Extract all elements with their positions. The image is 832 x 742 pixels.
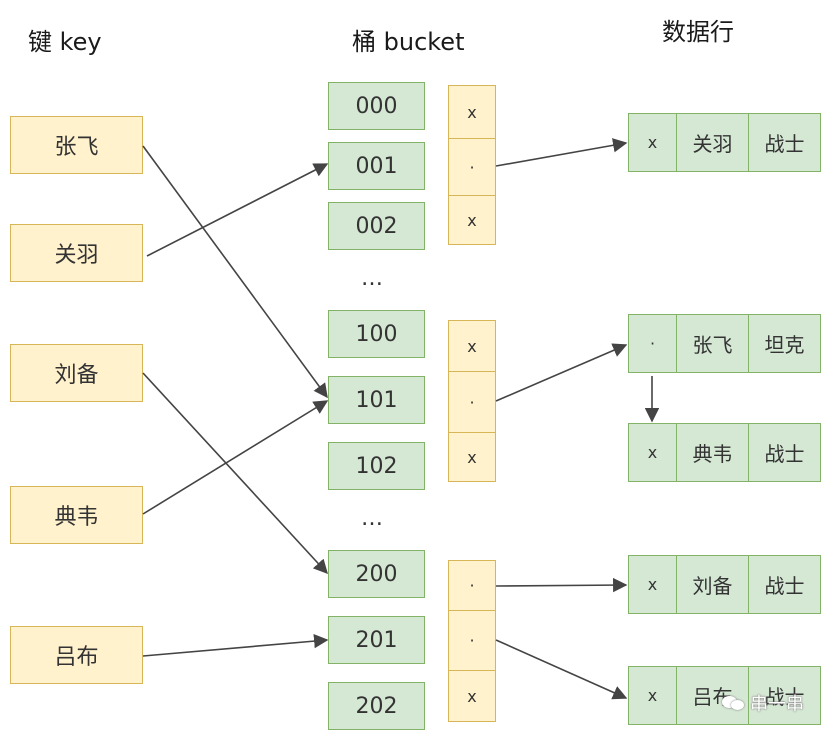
- row-1-cell-2: 战士: [748, 113, 821, 172]
- bucket-box-2: 002: [328, 202, 425, 250]
- bucket-ellipsis-1: …: [361, 266, 383, 291]
- arrow-slot2-to-row2: [495, 343, 628, 402]
- arrow-lvbu-to-201: [142, 633, 329, 657]
- arrow-guanyu-to-001: [146, 163, 329, 257]
- watermark: 串一串: [722, 690, 804, 716]
- slot-3-0: ·: [448, 560, 496, 611]
- row-3-cell-0: x: [628, 423, 677, 482]
- key-box-0: 张飞: [10, 116, 143, 174]
- row-1-cell-0: x: [628, 113, 677, 172]
- bucket-box-6: 200: [328, 550, 425, 598]
- arrow-zhangfei-to-101: [142, 145, 328, 399]
- key-box-1: 关羽: [10, 224, 143, 282]
- bucket-box-3: 100: [328, 310, 425, 358]
- key-box-4: 吕布: [10, 626, 143, 684]
- slot-1-2: x: [448, 195, 496, 245]
- arrow-slot1-to-row1: [495, 138, 628, 167]
- key-box-2: 刘备: [10, 344, 143, 402]
- row-1-cell-1: 关羽: [676, 113, 749, 172]
- slot-3-1: ·: [448, 610, 496, 671]
- row-2-cell-2: 坦克: [748, 314, 821, 373]
- slot-1-0: x: [448, 85, 496, 139]
- watermark-text: 串一串: [750, 694, 804, 715]
- slot-2-0: x: [448, 320, 496, 372]
- bucket-box-8: 202: [328, 682, 425, 730]
- key-box-3: 典韦: [10, 486, 143, 544]
- arrow-liubei-to-200: [142, 372, 328, 575]
- slot-2-2: x: [448, 432, 496, 482]
- bucket-box-5: 102: [328, 442, 425, 490]
- arrow-slot3b-to-row5: [495, 639, 628, 700]
- row-2-cell-1: 张飞: [676, 314, 749, 373]
- row-2-cell-0: ·: [628, 314, 677, 373]
- row-column-header: 数据行: [662, 18, 734, 46]
- arrow-slot3-to-row4: [495, 577, 628, 593]
- bucket-column-header: 桶 bucket: [352, 28, 465, 56]
- bucket-box-1: 001: [328, 142, 425, 190]
- row-5-cell-2: 战士: [748, 666, 821, 725]
- key-column-header: 键 key: [28, 28, 102, 56]
- row-4-cell-0: x: [628, 555, 677, 614]
- row-3-cell-2: 战士: [748, 423, 821, 482]
- wechat-icon: [722, 694, 746, 712]
- bucket-box-0: 000: [328, 82, 425, 130]
- bucket-box-4: 101: [328, 376, 425, 424]
- bucket-ellipsis-2: …: [361, 506, 383, 531]
- arrow-dianwei-to-101: [142, 400, 329, 515]
- row-4-cell-1: 刘备: [676, 555, 749, 614]
- bucket-box-7: 201: [328, 616, 425, 664]
- row-4-cell-2: 战士: [748, 555, 821, 614]
- row-5-cell-0: x: [628, 666, 677, 725]
- row-3-cell-1: 典韦: [676, 423, 749, 482]
- slot-3-2: x: [448, 670, 496, 722]
